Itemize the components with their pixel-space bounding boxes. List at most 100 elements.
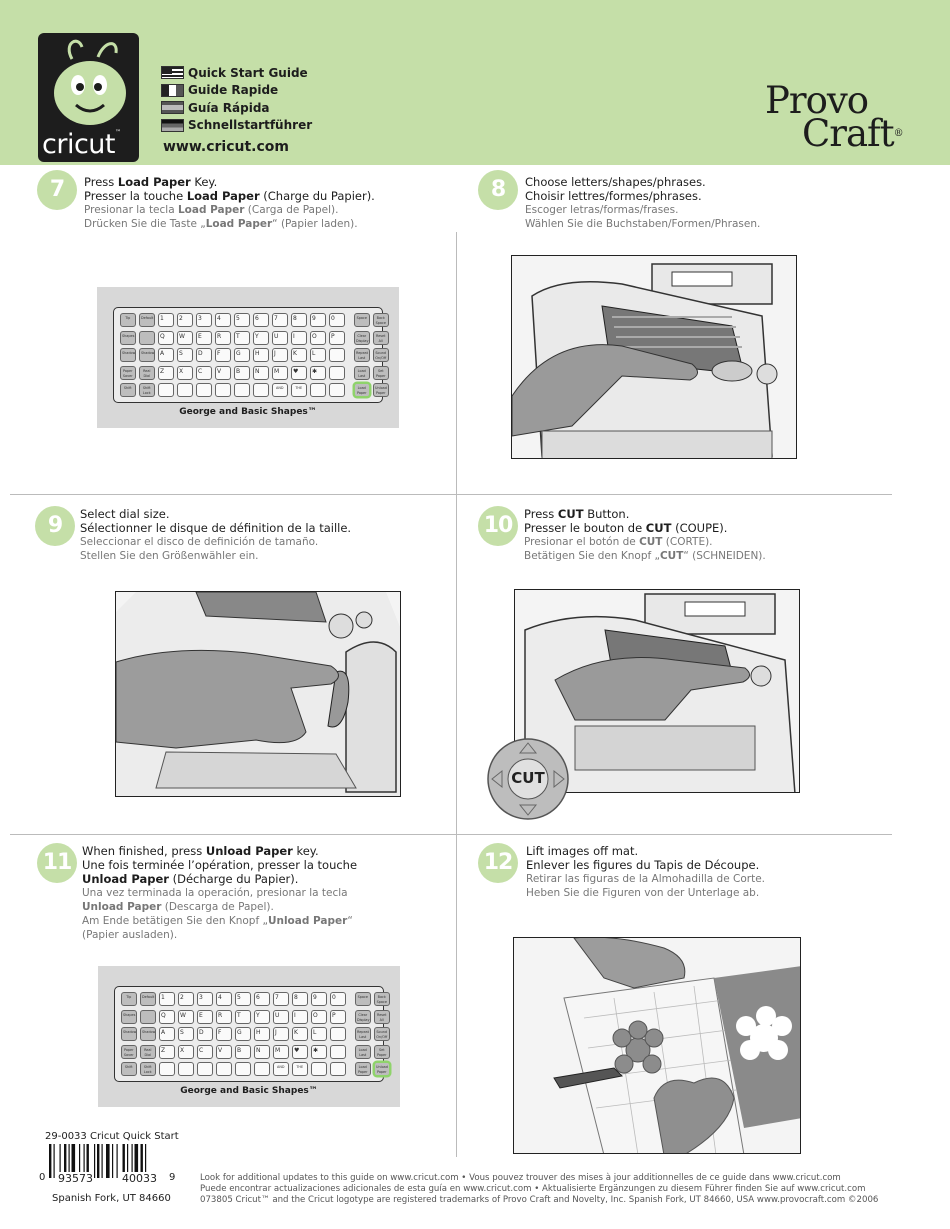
keyboard-key: N [254, 1044, 270, 1059]
step-number: 9 [35, 506, 75, 546]
keyboard-key: Shapes [120, 330, 136, 345]
cut-button-label: CUT [511, 769, 545, 787]
keyboard-key: P [330, 1009, 346, 1024]
keyboard-key: Real Dial Size [139, 365, 155, 380]
keyboard-key: Default [140, 992, 156, 1006]
keyboard-key: I [291, 330, 307, 345]
keyboard-key: 6 [253, 313, 269, 327]
keyboard-key: Z [159, 1044, 175, 1059]
keyboard-key: Q [158, 330, 174, 345]
keyboard-key: E [196, 330, 212, 345]
keyboard-key: AND [272, 383, 288, 397]
keyboard-key: G [234, 348, 250, 362]
keyboard-key: Tip [121, 992, 137, 1006]
keyboard-key: Reset All [374, 1009, 390, 1024]
bug-mascot-icon [54, 39, 126, 125]
mat-photo-lift [513, 937, 801, 1154]
keyboard-key: X [178, 1044, 194, 1059]
keyboard-key: A [159, 1027, 175, 1041]
keyboard-key: Unload Paper [374, 1062, 390, 1076]
keyboard-key [330, 1062, 346, 1076]
language-item-fr: Guide Rapide [161, 82, 312, 100]
row-divider [10, 834, 460, 835]
keyboard-key: O [310, 330, 326, 345]
cut-dpad-icon: CUT [486, 737, 570, 821]
keyboard-key: Load Last [355, 1044, 371, 1059]
keyboard-key [330, 1027, 346, 1041]
us-flag-icon [161, 66, 184, 80]
keyboard-key: T [235, 1009, 251, 1024]
keyboard-key [330, 1044, 346, 1059]
keyboard-key: S [178, 1027, 194, 1041]
keyboard-key: Set Paper Size [374, 1044, 390, 1059]
keyboard-key: Shadow [139, 348, 155, 362]
cricut-logo: cricut™ [38, 33, 139, 162]
keyboard-key [253, 383, 269, 397]
keyboard-key: W [178, 1009, 194, 1024]
keyboard-key [215, 383, 231, 397]
keyboard-key: Default [139, 313, 155, 327]
row-divider [10, 494, 460, 495]
keyboard-key [158, 383, 174, 397]
keyboard-key: ♥ [291, 365, 307, 380]
keyboard-key: U [273, 1009, 289, 1024]
keyboard-key: 0 [329, 313, 345, 327]
provo-craft-logo: Provo Craft® [765, 79, 904, 155]
row-divider [460, 834, 892, 835]
keyboard-key: Space [354, 313, 370, 327]
keyboard-key: Reset All [373, 330, 389, 345]
keyboard-key: O [311, 1009, 327, 1024]
cut-button-illustration [524, 593, 796, 792]
step-text: When finished, press Unload Paper key. U… [82, 844, 358, 941]
keyboard-key: THE [292, 1062, 308, 1076]
keyboard-key: 5 [234, 313, 250, 327]
cricut-machine-illustration [512, 263, 778, 458]
keyboard-key: K [291, 348, 307, 362]
keyboard-key [329, 365, 345, 380]
keyboard-key [197, 1062, 213, 1076]
keyboard-key: THE [291, 383, 307, 397]
size-dial-illustration [116, 592, 400, 796]
keyboard-key: Load Paper [354, 383, 370, 397]
keyboard-caption: George and Basic Shapes™ [180, 1086, 318, 1096]
keyboard-key: Tip [120, 313, 136, 327]
keyboard-key: Shift Lock [140, 1062, 156, 1076]
keyboard-key: U [272, 330, 288, 345]
language-item-en: Quick Start Guide [161, 64, 312, 82]
keyboard-key: Shift [120, 383, 136, 397]
keyboard-key [159, 1062, 175, 1076]
germany-flag-icon [161, 118, 184, 132]
step-text: Press CUT Button. Presser le bouton de C… [524, 507, 766, 562]
step-text: Lift images off mat. Enlever les figures… [526, 844, 766, 899]
keyboard-key: M [273, 1044, 289, 1059]
legal-text: Look for additional updates to this guid… [200, 1173, 879, 1205]
keyboard-key [178, 1062, 194, 1076]
step-number: 12 [478, 843, 518, 883]
keyboard-key [329, 348, 345, 362]
keyboard-key: Shift Lock [139, 383, 155, 397]
keyboard-key: Shadow [140, 1027, 156, 1041]
keyboard-key: 6 [254, 992, 270, 1006]
keyboard-key: 8 [292, 992, 308, 1006]
keyboard-key: I [292, 1009, 308, 1024]
keyboard-key: 4 [215, 313, 231, 327]
keyboard-key: R [216, 1009, 232, 1024]
keyboard-key [254, 1062, 270, 1076]
keyboard-key: F [215, 348, 231, 362]
keyboard-key: Back Space [374, 992, 390, 1006]
column-divider [456, 232, 457, 1157]
keyboard-key: Shadow [121, 1027, 137, 1041]
keyboard-key: E [197, 1009, 213, 1024]
keyboard-key [177, 383, 193, 397]
keyboard-key [139, 330, 155, 345]
keyboard-key: Set Paper Size [373, 365, 389, 380]
keyboard-key [310, 383, 326, 397]
keyboard-key: 8 [291, 313, 307, 327]
keyboard-key: 2 [177, 313, 193, 327]
keyboard-key [140, 1009, 156, 1024]
company-city: Spanish Fork, UT 84660 [52, 1193, 171, 1204]
keyboard-key: D [197, 1027, 213, 1041]
keyboard-key: B [235, 1044, 251, 1059]
step-number: 10 [478, 506, 518, 546]
keyboard-key: Sound On/Off [373, 348, 389, 362]
